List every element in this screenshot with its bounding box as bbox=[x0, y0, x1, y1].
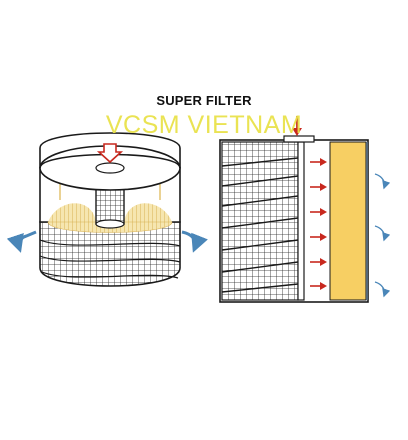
inflow-arrow-icon bbox=[292, 116, 302, 136]
watermark-text: VCSM VIETNAM bbox=[105, 111, 303, 139]
outflow-arrow-icon bbox=[6, 230, 37, 253]
filter-cross-section bbox=[219, 135, 369, 303]
diagram-title: SUPER FILTER bbox=[156, 93, 252, 108]
cylinder-body bbox=[39, 132, 181, 287]
outflow-arrow-icon bbox=[374, 173, 391, 298]
outflow-arrow-icon bbox=[181, 230, 208, 253]
radial-flow-arrow-icon bbox=[310, 158, 327, 290]
inflow-arrow-icon bbox=[96, 143, 124, 164]
